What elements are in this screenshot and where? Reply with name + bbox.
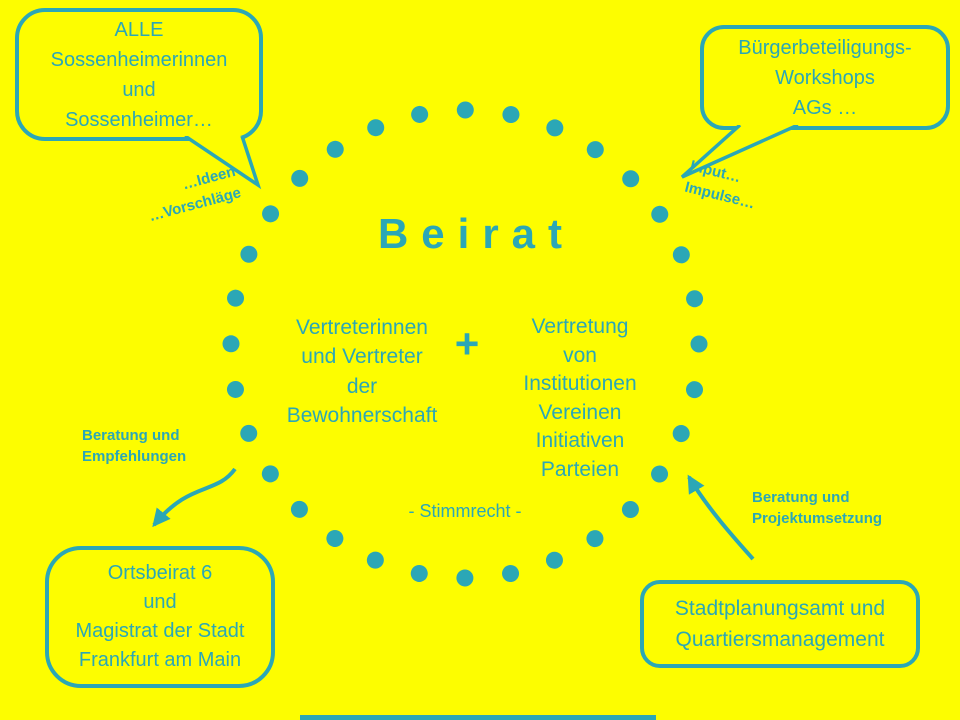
speech-bubble-workshops-tail xyxy=(680,125,799,179)
curved-arrow-to-ortsbeirat xyxy=(152,467,237,528)
plus-sign: + xyxy=(454,320,480,367)
ortsbeirat-magistrat-box: Ortsbeirat 6 und Magistrat der Stadt Fra… xyxy=(45,546,275,688)
bottom-edge-bar xyxy=(300,715,656,720)
stadtplanungsamt-box: Stadtplanungsamt und Quartiersmanagement xyxy=(640,580,920,668)
institutions-representation-text: Vertretung von Institutionen Vereinen In… xyxy=(523,315,637,481)
residents-representatives-text: Vertreterinnen und Vertreter der Bewohne… xyxy=(286,316,438,428)
speech-bubble-residents: ALLE Sossenheimerinnen und Sossenheimer… xyxy=(15,8,263,141)
curved-arrow-from-stadtplanungsamt xyxy=(687,474,755,561)
voting-rights-note: - Stimmrecht - xyxy=(408,501,522,521)
speech-bubble-workshops: Bürgerbeteiligungs- Workshops AGs … xyxy=(700,25,950,130)
speech-bubble-residents-tail xyxy=(184,136,262,190)
advice-recommendations-label: Beratung und Empfehlungen xyxy=(82,427,187,465)
diagram-title: Beirat xyxy=(377,210,576,257)
advice-implementation-label: Beratung und Projektumsetzung xyxy=(752,489,883,527)
